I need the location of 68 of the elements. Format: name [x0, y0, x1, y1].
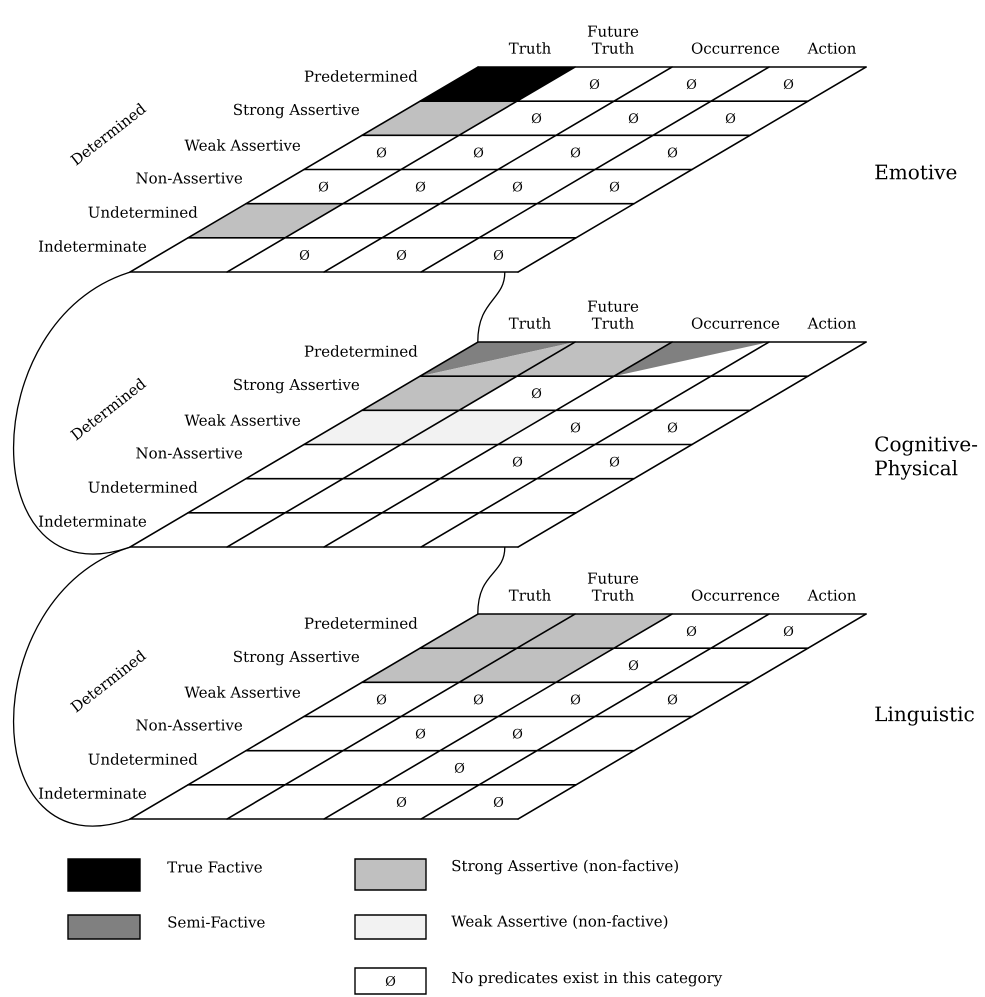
column-header: Future Truth — [588, 572, 638, 601]
connector-curve — [477, 547, 506, 614]
legend-label: Strong Assertive (non-factive) — [452, 860, 678, 874]
empty-mark: Ø — [318, 182, 328, 192]
empty-mark: Ø — [668, 694, 678, 704]
empty-mark: Ø — [570, 694, 580, 704]
column-header: Future Truth — [588, 300, 638, 329]
row-header: Strong Assertive — [234, 378, 360, 394]
row-header: Weak Assertive — [184, 139, 300, 151]
row-header: Weak Assertive — [184, 414, 300, 426]
row-header: Predetermined — [304, 345, 418, 357]
column-header: Occurrence — [692, 589, 780, 601]
row-header: Weak Assertive — [184, 686, 300, 698]
empty-mark: Ø — [784, 626, 794, 636]
empty-mark: Ø — [628, 660, 638, 670]
empty-mark: Ø — [512, 456, 522, 467]
empty-mark: Ø — [454, 762, 464, 773]
empty-mark: Ø — [416, 728, 426, 739]
empty-mark: Ø — [610, 456, 620, 467]
row-header: Predetermined — [304, 70, 418, 82]
empty-mark: Ø — [532, 388, 542, 398]
empty-mark: Ø — [416, 182, 426, 192]
row-header: Indeterminate — [38, 240, 146, 252]
row-header: Undetermined — [88, 753, 198, 765]
plane-label: Cognitive-Physical — [875, 436, 978, 480]
empty-mark: Ø — [668, 422, 678, 432]
empty-mark: Ø — [726, 113, 736, 124]
empty-mark: Ø — [686, 79, 696, 90]
connector-curve — [12, 546, 130, 826]
empty-mark: Ø — [628, 113, 638, 124]
empty-mark: Ø — [686, 626, 696, 636]
empty-mark: Ø — [396, 796, 406, 807]
legend-label: True Factive — [167, 861, 262, 873]
empty-mark: Ø — [784, 79, 794, 90]
empty-mark: Ø — [300, 250, 310, 260]
row-header: Predetermined — [304, 617, 418, 629]
row-header: Indeterminate — [38, 515, 146, 527]
row-header: Indeterminate — [38, 787, 146, 799]
row-header: Undetermined — [88, 206, 198, 218]
empty-mark: Ø — [474, 147, 484, 158]
row-header: Non-Assertive — [136, 172, 242, 184]
column-header: Action — [808, 590, 856, 601]
plane-label: Linguistic — [875, 706, 974, 726]
row-header: Undetermined — [88, 481, 198, 493]
connector-curve — [477, 272, 506, 342]
row-header: Non-Assertive — [136, 447, 242, 459]
row-header: Strong Assertive — [234, 104, 360, 118]
legend-label: Weak Assertive (non-factive) — [451, 915, 668, 929]
empty-mark: Ø — [494, 250, 504, 260]
empty-mark: Ø — [376, 147, 386, 158]
empty-mark: Ø — [570, 422, 580, 432]
empty-mark: Ø — [474, 694, 484, 704]
row-header: Non-Assertive — [136, 719, 242, 731]
empty-mark: Ø — [376, 694, 386, 704]
empty-mark: Ø — [532, 113, 542, 124]
empty-mark: Ø — [610, 182, 620, 192]
empty-mark: Ø — [590, 79, 600, 90]
row-header: Strong Assertive — [234, 650, 360, 666]
plane-label: Emotive — [875, 164, 956, 180]
empty-mark: Ø — [512, 728, 522, 739]
empty-mark: Ø — [668, 147, 678, 158]
empty-mark: Ø — [570, 147, 580, 158]
connector-curve — [12, 272, 130, 554]
legend-label: Semi-Factive — [168, 916, 265, 928]
empty-mark: Ø — [512, 182, 522, 192]
legend-label: No predicates exist in this category — [452, 972, 722, 986]
empty-mark: Ø — [494, 796, 504, 807]
empty-mark: Ø — [396, 250, 406, 260]
